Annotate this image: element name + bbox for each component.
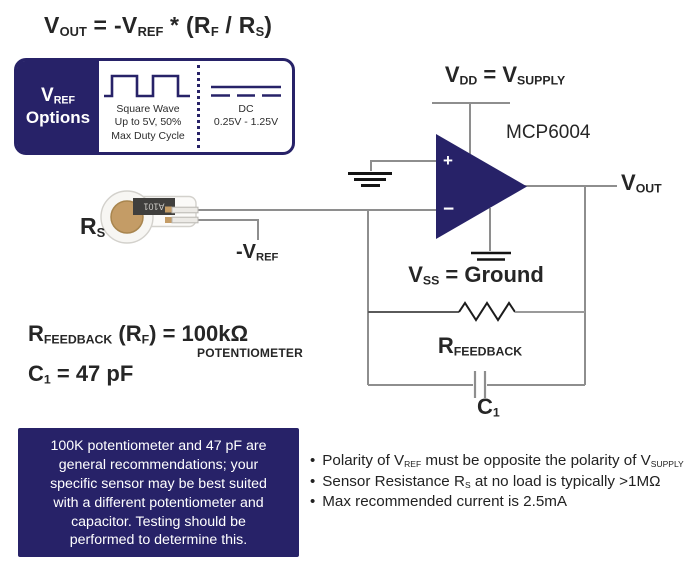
- feedback-resistor-label: RFEEDBACK: [437, 333, 523, 359]
- opamp-part-number: MCP6004: [506, 122, 591, 143]
- sensor-chip-text: A101: [143, 202, 164, 212]
- bullet-marker: •: [310, 493, 316, 511]
- ground-symbol-vss: [471, 251, 511, 261]
- square-wave-option: Square Wave Up to 5V, 50% Max Duty Cycle: [99, 61, 197, 152]
- vout-label: VOUT: [621, 170, 662, 196]
- vdd-supply-label: VDD = VSUPPLY: [444, 62, 566, 88]
- recommendation-note-box: 100K potentiometer and 47 pF are general…: [18, 428, 299, 557]
- noninverting-input-sign: +: [443, 151, 453, 170]
- bullet-sensor-resistance-text: Sensor Resistance RS at no load is typic…: [322, 472, 661, 490]
- capacitor-symbol: [473, 371, 487, 398]
- bullet-max-current-text: Max recommended current is 2.5mA: [322, 493, 568, 511]
- feedback-capacitor-label: C1: [477, 394, 500, 420]
- transfer-function-formula: VOUT = -VREF * (RF / RS): [44, 12, 273, 39]
- feedback-resistor-value: RFEEDBACK (RF) = 100kΩ: [28, 321, 249, 347]
- ground-symbol-left: [348, 172, 392, 187]
- negative-vref-label: -VREF: [236, 241, 279, 264]
- wire-noninverting-input: [370, 160, 436, 171]
- vref-options-subtitle: Options: [25, 108, 91, 127]
- sensor-graphic: A101: [100, 190, 199, 244]
- potentiometer-note: POTENTIOMETER: [197, 346, 303, 360]
- bullet-polarity-text: Polarity of VREF must be opposite the po…: [322, 452, 684, 469]
- dc-option: DC 0.25V - 1.25V: [200, 61, 292, 152]
- sensor-pin-top: [171, 206, 199, 214]
- capacitor-value: C1 = 47 pF: [28, 361, 134, 387]
- sensor-pin-bottom: [171, 216, 199, 224]
- component-values: RFEEDBACK (RF) = 100kΩ POTENTIOMETER C1 …: [28, 321, 303, 387]
- inverting-input-sign: −: [443, 199, 455, 220]
- vref-options-header: VREF Options: [17, 61, 99, 152]
- bullet-marker: •: [310, 472, 316, 490]
- bullet-marker: •: [310, 452, 316, 469]
- vss-ground-label: VSS = Ground: [408, 262, 544, 288]
- resistor-symbol: [458, 301, 516, 322]
- vref-options-title: VREF: [41, 85, 75, 107]
- wire-sensor-to-vref: [197, 219, 259, 240]
- sensor-chip: [133, 198, 175, 215]
- notes-bullet-list: • Polarity of VREF must be opposite the …: [310, 451, 684, 513]
- bullet-sensor-resistance: • Sensor Resistance RS at no load is typ…: [310, 472, 684, 493]
- dc-icon: [211, 85, 281, 97]
- bullet-polarity: • Polarity of VREF must be opposite the …: [310, 451, 684, 472]
- bullet-max-current: • Max recommended current is 2.5mA: [310, 492, 684, 513]
- vdd-rail: [432, 102, 510, 154]
- sensor-resistance-label: RS: [80, 213, 106, 240]
- square-wave-caption: Square Wave Up to 5V, 50% Max Duty Cycle: [111, 103, 185, 142]
- options-divider: [197, 65, 200, 148]
- opamp-triangle: [436, 134, 527, 239]
- square-wave-icon: [104, 75, 190, 98]
- dc-caption: DC 0.25V - 1.25V: [213, 102, 279, 128]
- vref-options-box: VREF Options Square Wave Up to 5V, 50% M…: [14, 58, 295, 155]
